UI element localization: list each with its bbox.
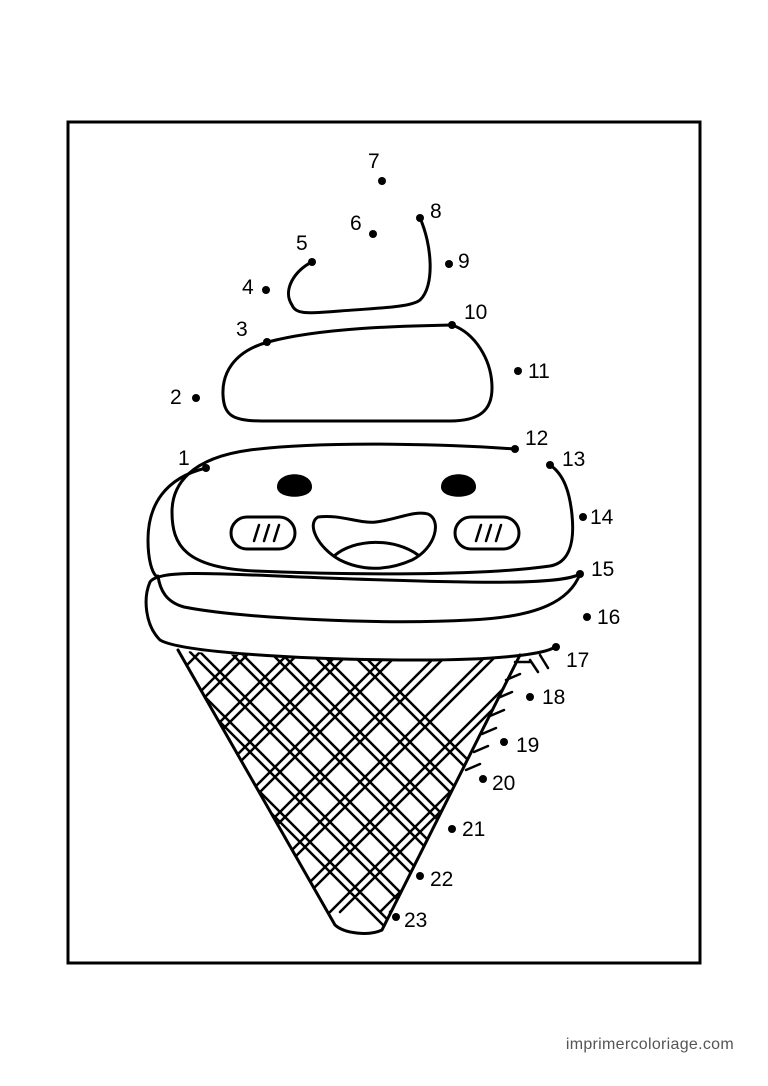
cone-rim-outline xyxy=(144,571,582,662)
page-frame xyxy=(66,120,702,965)
waffle-cone xyxy=(176,648,550,935)
dot-20 xyxy=(479,775,487,783)
dot-label-18: 18 xyxy=(542,686,565,709)
dot-23 xyxy=(392,913,400,921)
dot-label-2: 2 xyxy=(170,386,182,409)
dot-label-13: 13 xyxy=(562,448,585,471)
dot-11 xyxy=(514,367,522,375)
ice-cream-drawing xyxy=(144,216,582,662)
dot-3 xyxy=(263,338,271,346)
dot-label-22: 22 xyxy=(430,868,453,891)
dot-18 xyxy=(526,693,534,701)
dot-22 xyxy=(416,872,424,880)
middle-scoop-outline xyxy=(221,323,494,423)
dot-4 xyxy=(262,286,270,294)
mouth xyxy=(311,511,437,570)
dot-label-6: 6 xyxy=(350,212,362,235)
dot-label-23: 23 xyxy=(404,909,427,932)
dot-label-11: 11 xyxy=(528,360,550,383)
dot-7 xyxy=(378,177,386,185)
dot-label-19: 19 xyxy=(516,734,539,757)
dot-label-3: 3 xyxy=(236,318,248,341)
left-cheek-line-2 xyxy=(262,523,271,543)
dot-21 xyxy=(448,825,456,833)
dot-markers xyxy=(192,177,591,921)
dot-15 xyxy=(576,570,584,578)
dot-label-17: 17 xyxy=(566,649,589,672)
dot-label-12: 12 xyxy=(525,427,548,450)
dot-label-10: 10 xyxy=(464,301,487,324)
dot-label-21: 21 xyxy=(462,818,485,841)
dot-label-16: 16 xyxy=(597,606,620,629)
dot-5 xyxy=(308,258,316,266)
dot-10 xyxy=(448,321,456,329)
dot-13 xyxy=(546,461,554,469)
dot-17 xyxy=(552,643,560,651)
cone-lattice-pattern xyxy=(178,650,520,934)
cone-outline xyxy=(176,648,522,935)
tongue xyxy=(332,540,420,558)
dot-label-5: 5 xyxy=(296,232,308,255)
cone-lattice xyxy=(178,650,520,934)
dot-8 xyxy=(416,214,424,222)
site-credit: imprimercoloriage.com xyxy=(565,1036,734,1053)
dot-19 xyxy=(500,738,508,746)
dot-16 xyxy=(583,613,591,621)
dot-label-4: 4 xyxy=(242,276,254,299)
right-eye xyxy=(441,474,476,497)
dot-14 xyxy=(579,513,587,521)
dot-label-1: 1 xyxy=(178,447,190,470)
left-cheek-line-1 xyxy=(252,523,261,543)
face-scoop-back xyxy=(146,466,208,578)
swirl-top-outline xyxy=(287,216,432,315)
right-cheek-line-2 xyxy=(484,523,493,543)
dot-2 xyxy=(192,394,200,402)
right-cheek-line-1 xyxy=(474,523,483,543)
left-eye xyxy=(277,474,312,497)
left-cheek xyxy=(229,515,297,551)
dot-1 xyxy=(202,464,210,472)
dot-6 xyxy=(369,230,377,238)
dot-label-15: 15 xyxy=(591,558,614,581)
dot-9 xyxy=(445,260,453,268)
dot-label-14: 14 xyxy=(590,506,614,529)
face-scoop-outline xyxy=(170,442,575,576)
dot-label-20: 20 xyxy=(492,772,515,795)
right-cheek xyxy=(453,515,521,551)
cone-rim-inner xyxy=(156,572,582,624)
dot-label-7: 7 xyxy=(368,150,380,173)
right-cheek-line-3 xyxy=(494,523,503,543)
dot-label-9: 9 xyxy=(458,250,470,273)
left-cheek-line-3 xyxy=(272,523,281,543)
cone-edge-ticks xyxy=(464,653,550,772)
dot-12 xyxy=(511,445,519,453)
dot-label-8: 8 xyxy=(430,200,442,223)
